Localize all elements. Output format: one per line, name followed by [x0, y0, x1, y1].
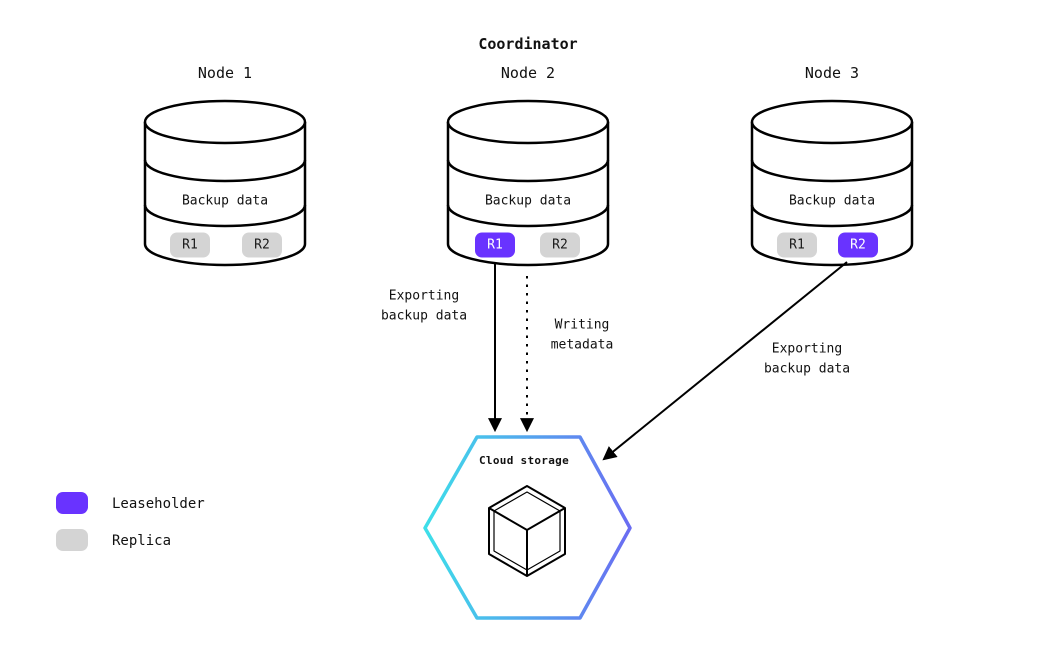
export-arrow-node3 [602, 261, 848, 461]
node-2-replica-r2-badge: R2 [540, 232, 580, 258]
node-3-backup-data-label: Backup data [788, 193, 876, 209]
coordinator-title: Coordinator [478, 34, 578, 53]
legend-replica-swatch [56, 529, 88, 551]
export-node2-arrow-label: Exporting backup data [380, 288, 468, 324]
node-2-cylinder [446, 99, 610, 267]
node-3-cylinder [750, 99, 914, 267]
node-3-leaseholder-r2-badge: R2 [838, 232, 878, 258]
node-1-cylinder [143, 99, 307, 267]
node-1-backup-data-label: Backup data [181, 193, 269, 209]
legend-replica-label: Replica [112, 533, 172, 549]
cube-icon [488, 485, 566, 577]
node-2-backup-data-label: Backup data [484, 193, 572, 209]
node-1-replica-r1-badge: R1 [170, 232, 210, 258]
node-1-replica-r2-badge: R2 [242, 232, 282, 258]
cloud-storage-hexagon [423, 435, 632, 620]
cloud-storage-label: Cloud storage [479, 453, 569, 467]
writing-metadata-arrow-label: Writing metadata [550, 317, 614, 353]
export-node3-arrow-label: Exporting backup data [763, 341, 851, 377]
node-1-title: Node 1 [197, 63, 253, 82]
node-3-title: Node 3 [804, 63, 860, 82]
node-3-replica-r1-badge: R1 [777, 232, 817, 258]
node-2-leaseholder-r1-badge: R1 [475, 232, 515, 258]
legend-leaseholder-label: Leaseholder [112, 496, 205, 512]
node-2-title: Node 2 [500, 63, 556, 82]
legend-leaseholder-swatch [56, 492, 88, 514]
